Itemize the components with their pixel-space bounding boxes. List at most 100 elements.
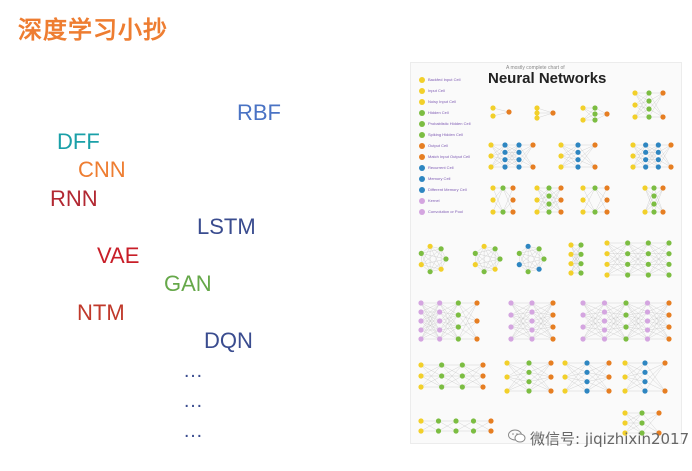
wechat-icon — [508, 429, 526, 443]
network-edge — [475, 253, 501, 260]
network-edge — [648, 92, 664, 118]
network-node — [516, 142, 522, 148]
network-node — [418, 336, 424, 342]
network-node — [418, 373, 424, 379]
network-edge — [518, 152, 534, 168]
network-edge — [624, 362, 646, 378]
network-edge — [560, 144, 579, 157]
network-node — [646, 114, 652, 120]
network-edge — [625, 302, 648, 313]
network-node — [488, 418, 494, 424]
network-edge — [624, 372, 646, 392]
ellipsis-1: … — [183, 360, 205, 382]
network-edge — [648, 108, 664, 118]
network-edge — [548, 187, 562, 205]
network-edge — [624, 362, 646, 373]
network-edge — [483, 246, 496, 270]
legend-item: Different Memory Cell — [419, 187, 467, 193]
network-edge — [658, 152, 672, 168]
network-edge — [653, 195, 664, 213]
network-edge — [586, 372, 610, 378]
network-edge — [506, 362, 530, 373]
network-edge — [625, 314, 648, 340]
network-edge — [531, 302, 554, 316]
legend-label: Backfed Input Cell — [428, 77, 461, 83]
network-node — [662, 388, 668, 394]
network-edge — [648, 242, 670, 265]
network-edge — [518, 144, 534, 160]
network-edge — [420, 420, 439, 432]
network-edge — [506, 376, 530, 392]
network-node — [622, 420, 628, 426]
network-node — [580, 324, 586, 330]
network-node — [592, 185, 598, 191]
network-node — [427, 243, 433, 249]
network-node — [435, 428, 442, 434]
network-edge — [439, 302, 459, 328]
network-edge — [627, 242, 649, 265]
legend-item: Spiking Hidden Cell — [419, 132, 463, 138]
network-edge — [624, 381, 646, 392]
network-edge — [606, 253, 628, 276]
legend-dot-icon — [419, 132, 425, 138]
network-node — [639, 410, 645, 416]
network-node — [575, 142, 581, 148]
network-edge — [492, 187, 504, 201]
network-edge — [604, 302, 627, 340]
network-node — [437, 300, 443, 306]
network-node — [437, 309, 443, 315]
network-edge — [548, 187, 562, 213]
network-node — [490, 105, 496, 111]
term-cnn: CNN — [78, 157, 126, 182]
network-edge — [439, 326, 459, 331]
network-node — [584, 379, 590, 385]
network-node — [578, 242, 584, 248]
network-node — [646, 98, 652, 104]
network-edge — [506, 362, 530, 382]
network-node — [642, 209, 648, 215]
network-node — [584, 360, 590, 366]
network-node — [655, 164, 661, 170]
network-edge — [647, 314, 670, 340]
network-edge — [625, 311, 648, 316]
network-node — [580, 209, 586, 215]
network-edge — [458, 302, 478, 328]
network-node — [604, 240, 610, 246]
network-edge — [510, 302, 533, 316]
network-node — [642, 360, 648, 366]
network-edge — [510, 326, 533, 331]
network-edge — [582, 302, 605, 313]
network-node — [459, 373, 465, 379]
network-node — [651, 209, 657, 215]
network-edge — [527, 246, 540, 270]
network-edge — [582, 302, 605, 328]
network-edge — [492, 187, 504, 213]
network-node — [508, 300, 514, 306]
network-node — [662, 360, 668, 366]
network-node — [530, 142, 536, 148]
network-node — [625, 251, 631, 257]
network-edge — [490, 144, 506, 153]
network-edge — [531, 314, 554, 331]
network-node — [568, 242, 574, 248]
network-edge — [644, 381, 666, 392]
network-edge — [606, 242, 628, 276]
network-node — [534, 197, 540, 203]
network-edge — [420, 329, 440, 340]
network-node — [660, 90, 666, 96]
network-node — [470, 428, 477, 434]
network-node — [438, 246, 444, 252]
network-edge — [536, 107, 554, 114]
network-edge — [506, 362, 530, 378]
network-node — [529, 300, 535, 306]
network-edge — [475, 248, 496, 254]
network-node — [644, 309, 651, 315]
network-node — [601, 309, 608, 315]
network-node — [541, 256, 547, 262]
network-node — [575, 149, 581, 155]
poster-title: Neural Networks — [488, 70, 607, 87]
legend-dot-icon — [419, 165, 425, 171]
network-edge — [625, 314, 648, 331]
network-edge — [564, 372, 588, 378]
network-edge — [441, 375, 463, 388]
